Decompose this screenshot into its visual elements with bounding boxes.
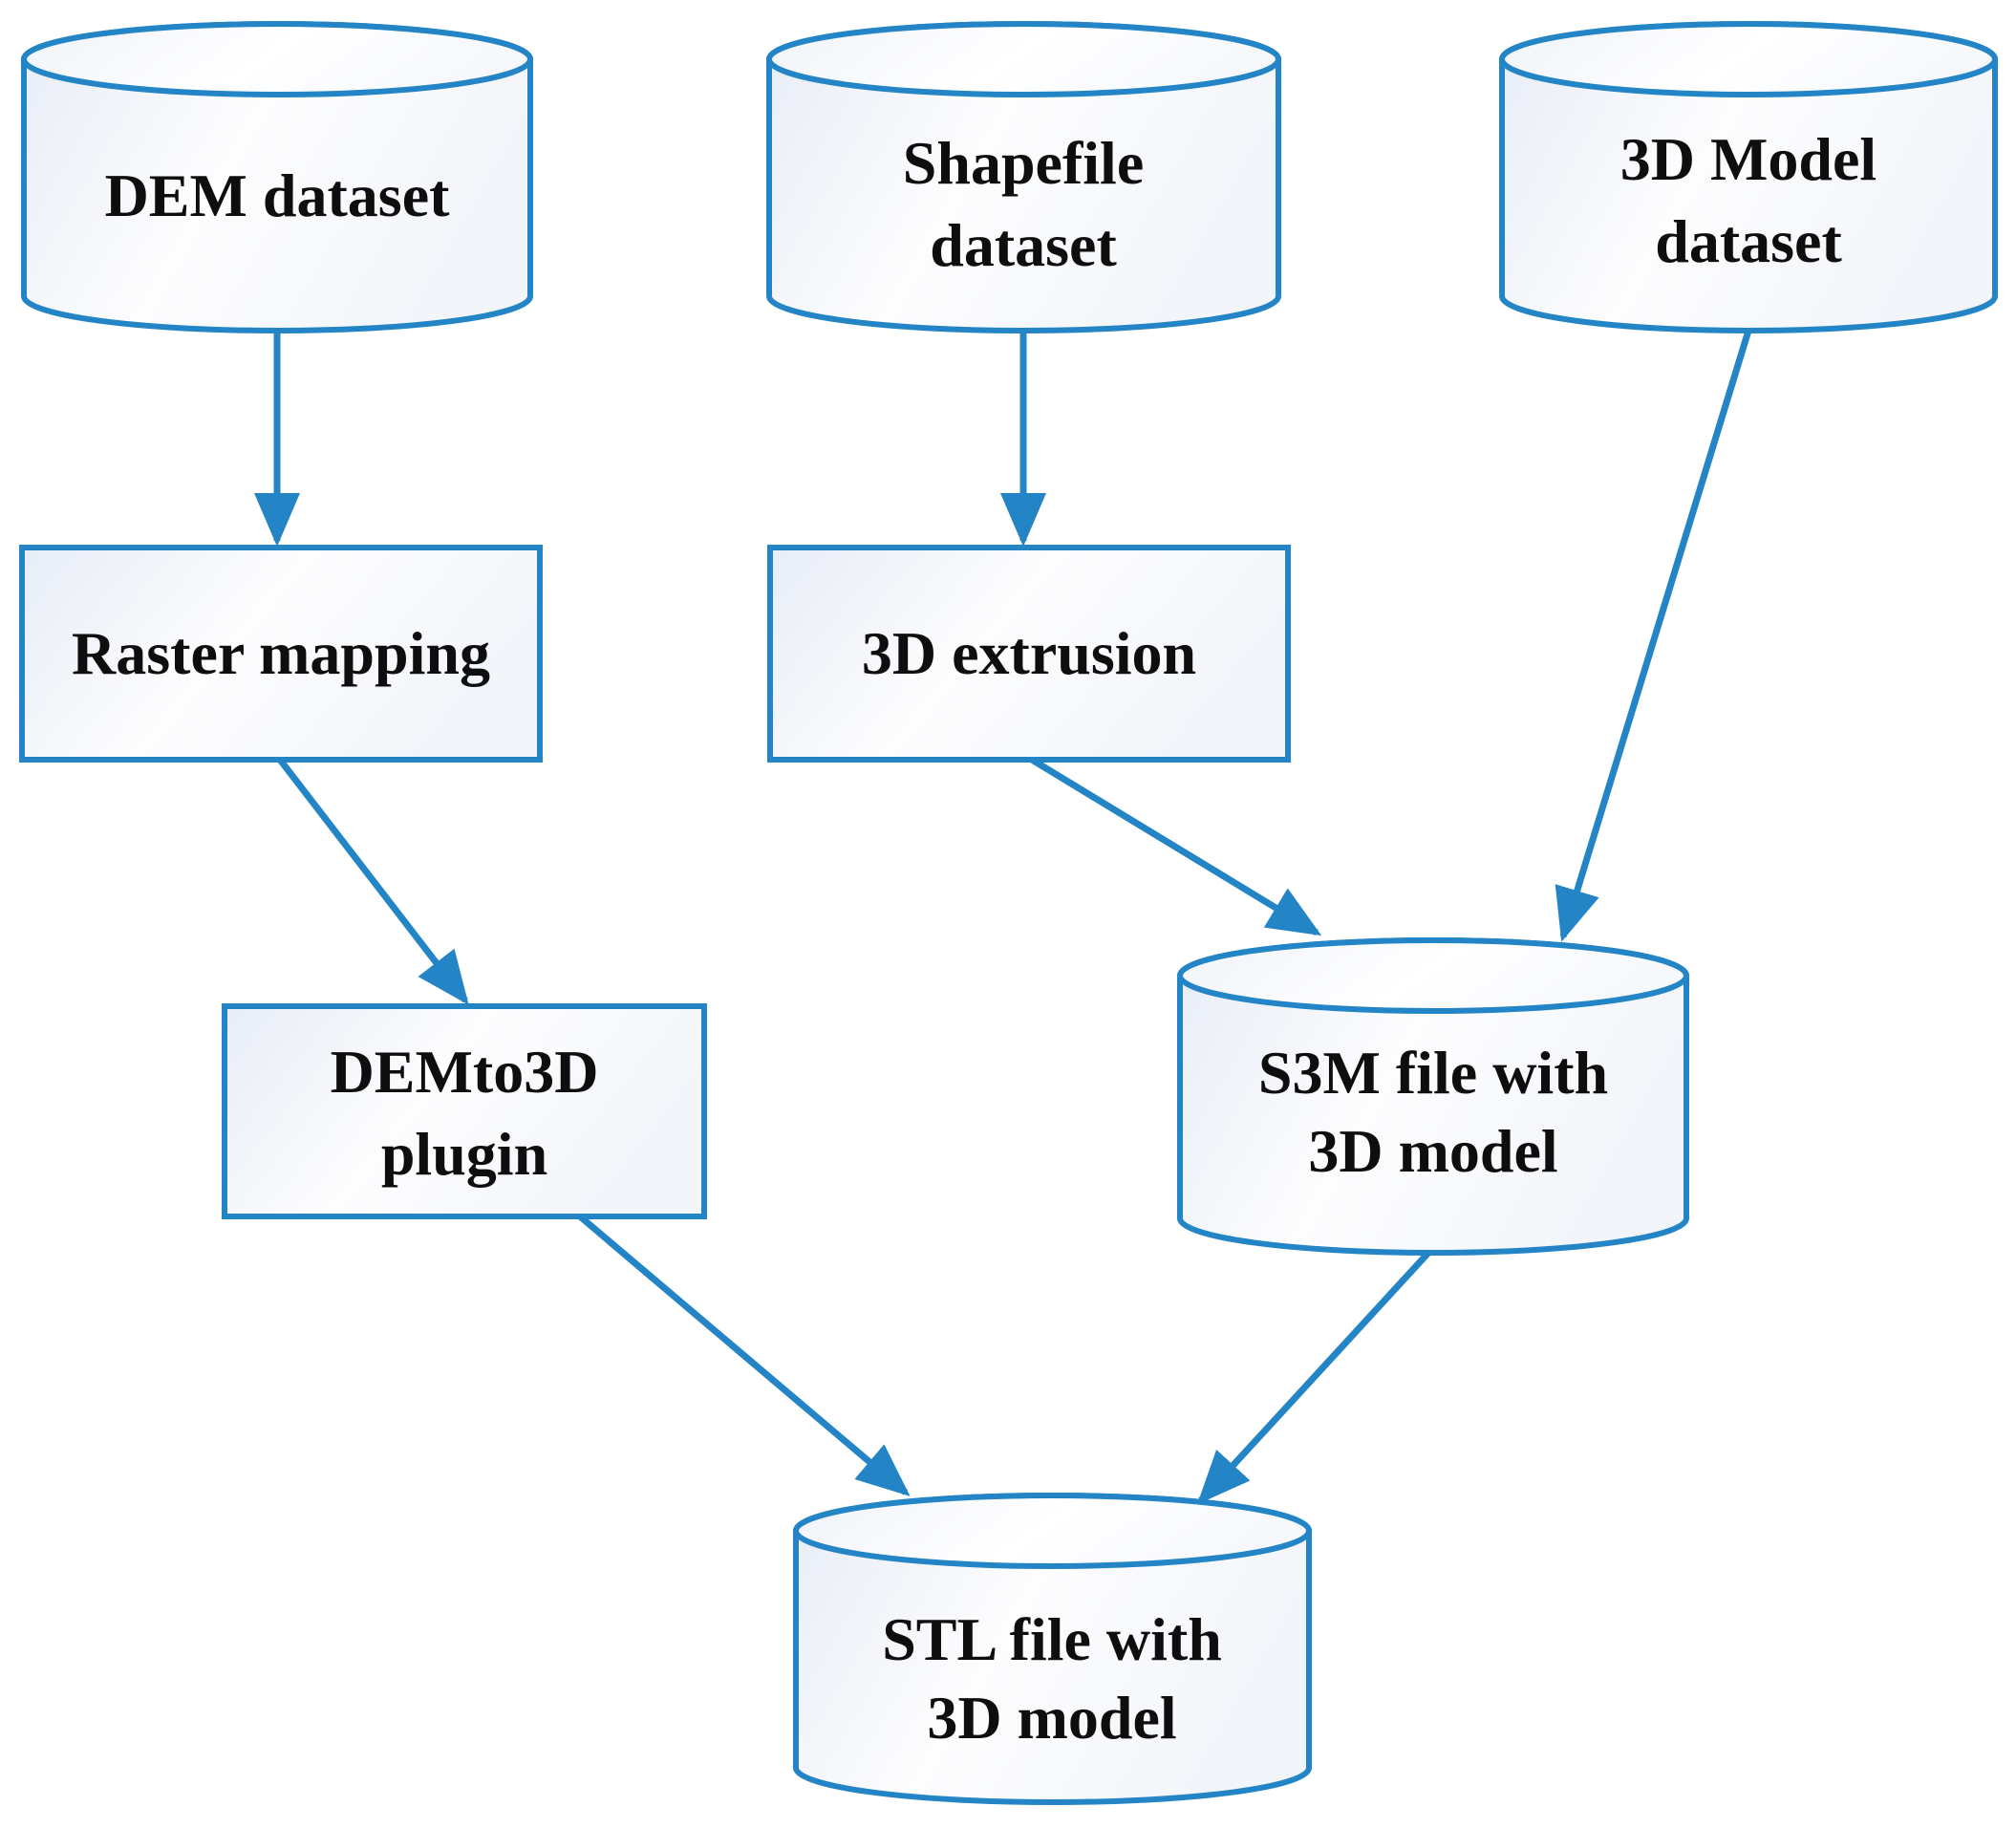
3d-extrusion-box	[767, 545, 1291, 763]
dem-dataset-cylinder	[21, 21, 533, 333]
demto3d-label-line2: plugin	[380, 1120, 548, 1188]
shapefile-label-line1: Shapefile	[902, 129, 1145, 197]
raster-mapping-box	[19, 545, 543, 763]
edge-raster-to-demto3d	[277, 757, 469, 1005]
edges	[254, 329, 1752, 1505]
edge-extrusion-to-s3m	[1030, 757, 1322, 936]
shapefile-dataset-cylinder	[766, 21, 1281, 333]
stl-label-line1: STL file with	[882, 1605, 1222, 1673]
3d-model-label-line1: 3D Model	[1619, 125, 1877, 193]
s3m-label-line2: 3D model	[1308, 1117, 1558, 1185]
stl-label-line2: 3D model	[927, 1684, 1177, 1752]
demto3d-label-line1: DEMto3D	[330, 1038, 599, 1106]
dem-dataset-label: DEM dataset	[104, 161, 450, 229]
s3m-file-cylinder	[1177, 937, 1689, 1256]
s3m-label-line1: S3M file with	[1257, 1039, 1609, 1107]
3d-model-label-line2: dataset	[1655, 207, 1842, 275]
edge-demto3d-to-stl	[577, 1214, 911, 1496]
raster-mapping-label: Raster mapping	[72, 619, 490, 687]
3d-model-dataset-cylinder	[1499, 21, 1998, 333]
demto3d-plugin-box	[222, 1003, 707, 1219]
shapefile-label-line2: dataset	[930, 211, 1117, 279]
edge-3dmodel-to-s3m	[1555, 329, 1752, 942]
edge-s3m-to-stl	[1196, 1250, 1431, 1505]
3d-extrusion-label: 3D extrusion	[861, 619, 1197, 687]
stl-file-cylinder	[793, 1493, 1312, 1805]
